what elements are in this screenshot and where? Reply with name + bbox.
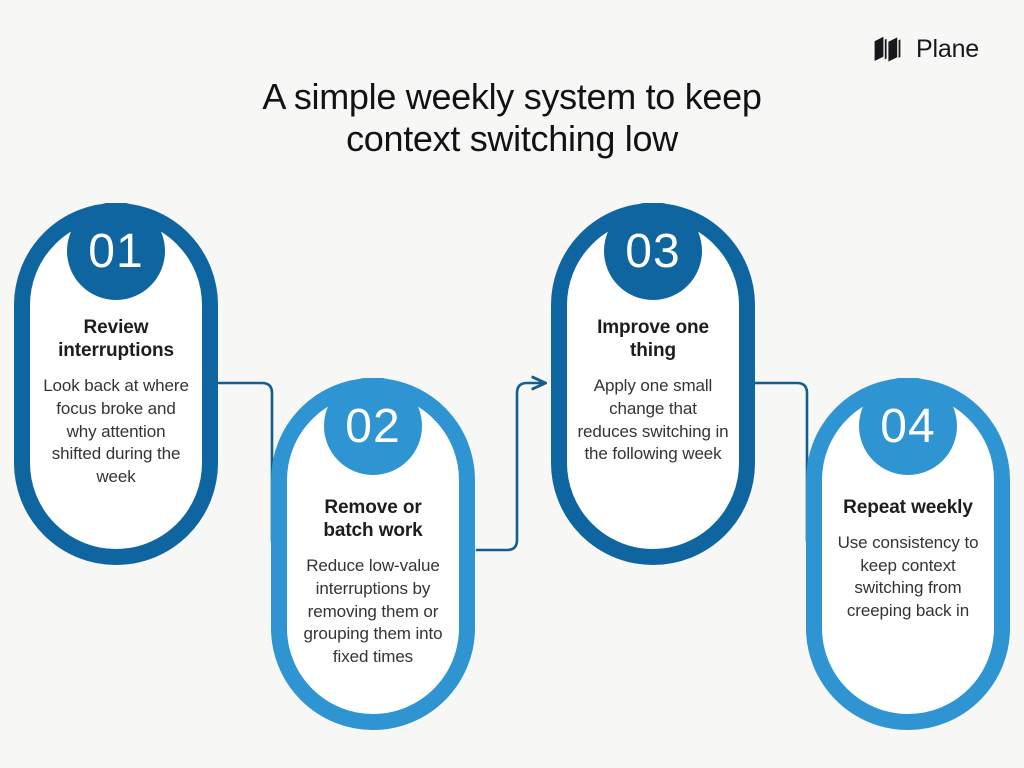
step-card-04-number: 04	[880, 400, 936, 453]
connector-step2-to-step3	[475, 383, 545, 552]
step-card-03-heading: Improve one thing	[597, 317, 709, 362]
step-card-02-body: Reduce low-value interruptions by removi…	[303, 556, 443, 666]
step-card-02-number: 02	[345, 400, 401, 453]
step-card-03-number: 03	[625, 225, 681, 278]
page-title-line1: A simple weekly system to keep	[262, 76, 762, 117]
step-card-01[interactable]: 01 Review interruptions Look back at whe…	[14, 203, 218, 565]
step-card-03[interactable]: 03 Improve one thing Apply one small cha…	[551, 203, 755, 565]
step-card-04[interactable]: 04 Repeat weekly Use consistency to keep…	[806, 378, 1010, 730]
step-card-04-body: Use consistency to keep context switchin…	[837, 533, 979, 620]
step-card-02[interactable]: 02 Remove or batch work Reduce low-value…	[271, 378, 475, 730]
page-title: A simple weekly system to keep context s…	[0, 76, 1024, 161]
brand-logo: Plane	[873, 36, 979, 62]
step-card-03-text: Improve one thing Apply one small change…	[551, 316, 755, 466]
step-card-02-text: Remove or batch work Reduce low-value in…	[271, 496, 475, 668]
step-card-04-heading: Repeat weekly	[843, 497, 973, 518]
step-card-03-shape	[551, 203, 755, 565]
step-card-01-heading: Review interruptions	[58, 317, 174, 362]
step-card-04-shape	[806, 378, 1010, 730]
page-title-line2: context switching low	[346, 118, 678, 160]
plane-logo-icon	[874, 36, 901, 62]
step-card-01-shape	[14, 203, 218, 565]
step-card-01-body: Look back at where focus broke and why a…	[43, 376, 189, 486]
step-card-02-shape	[271, 378, 475, 730]
step-card-01-text: Review interruptions Look back at where …	[14, 316, 218, 488]
brand-name: Plane	[916, 34, 979, 63]
step-card-01-number: 01	[88, 225, 144, 278]
step-card-04-text: Repeat weekly Use consistency to keep co…	[806, 496, 1010, 623]
step-card-02-heading: Remove or batch work	[323, 497, 423, 542]
step-card-03-body: Apply one small change that reduces swit…	[577, 376, 729, 464]
